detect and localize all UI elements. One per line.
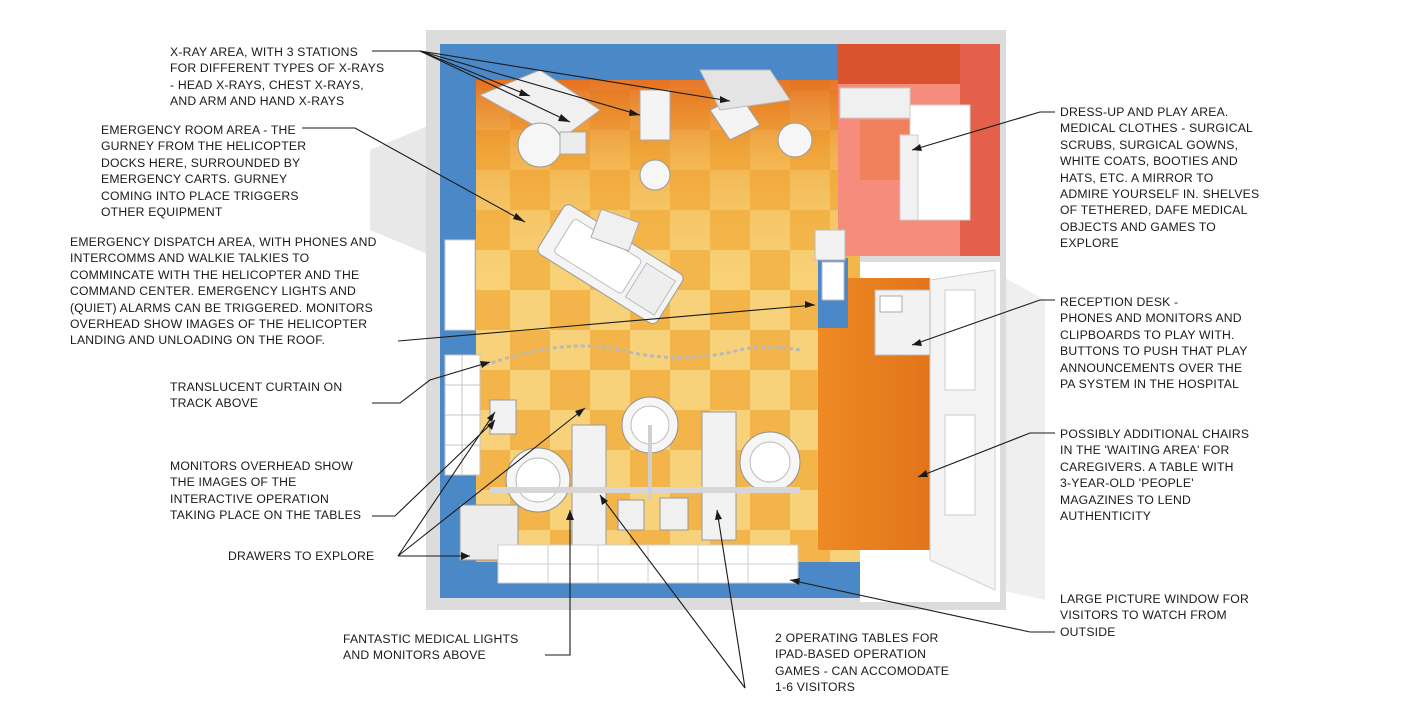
reception-area <box>814 229 1000 602</box>
operating-area <box>459 396 801 584</box>
annotation-xray-area: X-RAY AREA, WITH 3 STATIONS FOR DIFFEREN… <box>170 45 385 109</box>
annotation-picture-window: LARGE PICTURE WINDOW FOR VISITORS TO WAT… <box>1060 592 1249 639</box>
annotation-operating-tables: 2 OPERATING TABLES FOR IPAD-BASED OPERAT… <box>775 631 950 695</box>
annotation-waiting-area: POSSIBLY ADDITIONAL CHAIRS IN THE 'WAITI… <box>1060 427 1250 524</box>
annotation-emergency-room: EMERGENCY ROOM AREA - THE GURNEY FROM TH… <box>101 123 307 220</box>
annotation-dispatch-area: EMERGENCY DISPATCH AREA, WITH PHONES AND… <box>70 235 377 348</box>
side-window <box>444 239 481 476</box>
annotation-reception-desk: RECEPTION DESK - PHONES AND MONITORS AND… <box>1060 295 1248 392</box>
gurney <box>537 204 684 325</box>
annotation-drawers: DRAWERS TO EXPLORE <box>228 549 375 563</box>
leader-lines <box>302 50 1055 689</box>
exterior-shadows <box>370 125 1045 600</box>
annotation-curtain: TRANSLUCENT CURTAIN ON TRACK ABOVE <box>170 380 343 411</box>
dress-up-area <box>838 44 1000 256</box>
annotation-medical-lights: FANTASTIC MEDICAL LIGHTS AND MONITORS AB… <box>343 632 519 663</box>
arrowheads <box>461 89 928 585</box>
annotation-overhead-monitors: MONITORS OVERHEAD SHOW THE IMAGES OF THE… <box>170 459 362 523</box>
curtain <box>484 344 801 367</box>
annotation-dress-up-area: DRESS-UP AND PLAY AREA. MEDICAL CLOTHES … <box>1060 105 1260 251</box>
